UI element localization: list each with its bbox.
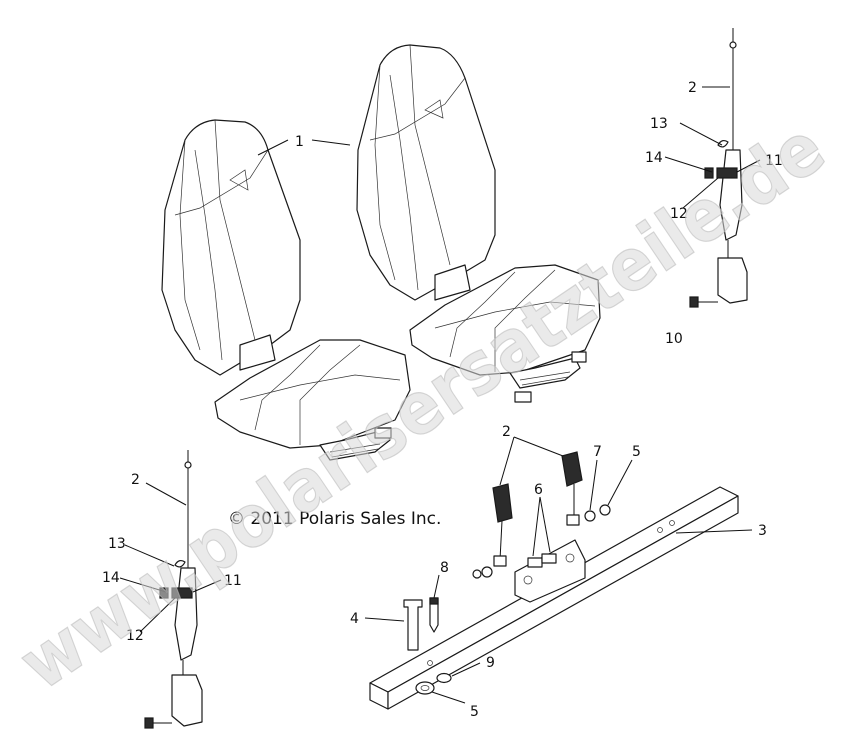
leader-lines <box>119 86 761 704</box>
callout-14-right: 14 <box>645 150 663 166</box>
callout-6: 6 <box>534 482 543 498</box>
callout-1: 1 <box>295 134 304 150</box>
callout-12-right: 12 <box>670 206 688 222</box>
callout-2-left-belt: 2 <box>131 472 140 488</box>
callout-10: 10 <box>665 331 683 347</box>
callout-8: 8 <box>440 560 449 576</box>
callout-labels: 1 2 13 14 11 12 10 2 13 14 11 12 2 7 5 6… <box>102 80 783 720</box>
callout-3: 3 <box>758 523 767 539</box>
copyright-notice: © 2011 Polaris Sales Inc. <box>228 509 441 529</box>
callout-5-bottom: 5 <box>470 704 479 720</box>
callout-14-left: 14 <box>102 570 120 586</box>
callout-2-buckle: 2 <box>502 424 511 440</box>
callout-12-left: 12 <box>126 628 144 644</box>
callout-13-left: 13 <box>108 536 126 552</box>
crossbar-assembly <box>369 486 739 710</box>
callout-11-left: 11 <box>224 573 242 589</box>
callout-9: 9 <box>486 655 495 671</box>
callout-11-right: 11 <box>765 153 783 169</box>
callout-4: 4 <box>350 611 359 627</box>
seat-right <box>356 44 601 403</box>
seat-left <box>161 119 411 461</box>
bolt-and-pin <box>403 597 452 695</box>
callout-13-right: 13 <box>650 116 668 132</box>
callout-7: 7 <box>593 444 602 460</box>
callout-2-right-belt: 2 <box>688 80 697 96</box>
seatbelt-right <box>689 28 748 308</box>
buckle-assemblies <box>472 451 611 579</box>
callout-5-top: 5 <box>632 444 641 460</box>
seatbelt-left <box>144 450 203 729</box>
